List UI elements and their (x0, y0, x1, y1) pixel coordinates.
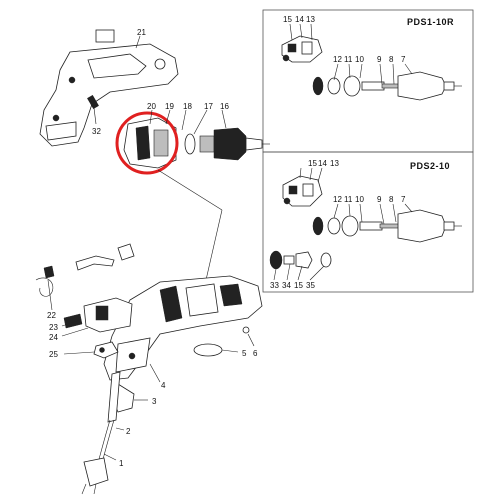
label-21: 21 (137, 28, 146, 37)
label-13-top: 13 (306, 15, 315, 24)
label-13-bottom: 13 (330, 159, 339, 168)
part-25 (93, 341, 119, 359)
detail-box-bottom-title: PDS2-10 (410, 161, 450, 171)
label-34: 34 (282, 281, 291, 290)
brush-part (43, 265, 55, 279)
label-17: 17 (204, 102, 213, 111)
label-10-top: 10 (355, 55, 364, 64)
label-35: 35 (306, 281, 315, 290)
label-11-bottom: 11 (344, 195, 353, 204)
label-16: 16 (220, 102, 229, 111)
detail-box-bottom (262, 151, 474, 293)
switch-23-24 (63, 297, 133, 333)
label-32: 32 (92, 127, 101, 136)
switch-assembly-top (281, 35, 323, 63)
lower-housing-assembly (103, 275, 263, 381)
label-23: 23 (49, 323, 58, 332)
detail-box-top-title: PDS1-10R (407, 17, 454, 27)
parts-33-35 (269, 250, 332, 270)
label-1: 1 (119, 459, 124, 468)
label-18: 18 (183, 102, 192, 111)
label-12-top: 12 (333, 55, 342, 64)
label-15-top: 15 (283, 15, 292, 24)
label-plate-5 (193, 343, 223, 357)
label-11-top: 11 (344, 55, 353, 64)
label-22: 22 (47, 311, 56, 320)
bearing-17 (184, 133, 196, 155)
switch-assembly-bottom (282, 175, 323, 207)
label-6: 6 (253, 349, 258, 358)
label-2: 2 (126, 427, 131, 436)
label-7-bottom: 7 (401, 195, 406, 204)
label-24: 24 (49, 333, 58, 342)
brush-holder (117, 243, 135, 261)
label-5: 5 (242, 349, 247, 358)
part-32 (87, 94, 99, 110)
housing-half-21 (39, 29, 179, 147)
gearbox-parts-top (312, 71, 462, 101)
cable-sleeve-2 (107, 371, 121, 423)
label-3: 3 (152, 397, 157, 406)
highlight-circle (115, 111, 179, 175)
label-33: 33 (270, 281, 279, 290)
screw-6 (242, 326, 250, 334)
label-8-top: 8 (389, 55, 394, 64)
gearbox-parts-bottom (312, 209, 462, 243)
armature-16 (199, 127, 270, 161)
label-8-bottom: 8 (389, 195, 394, 204)
field-coil-18-19 (123, 117, 177, 169)
plug (83, 457, 109, 487)
label-15-lower: 15 (294, 281, 303, 290)
label-4: 4 (161, 381, 166, 390)
label-19: 19 (165, 102, 174, 111)
label-15-bottom: 15 (308, 159, 317, 168)
cord-clamp (75, 255, 115, 271)
label-14-top: 14 (295, 15, 304, 24)
label-14-bottom: 14 (318, 159, 327, 168)
label-7-top: 7 (401, 55, 406, 64)
label-9-top: 9 (377, 55, 382, 64)
label-12-bottom: 12 (333, 195, 342, 204)
label-25: 25 (49, 350, 58, 359)
label-9-bottom: 9 (377, 195, 382, 204)
label-20: 20 (147, 102, 156, 111)
label-10-bottom: 10 (355, 195, 364, 204)
